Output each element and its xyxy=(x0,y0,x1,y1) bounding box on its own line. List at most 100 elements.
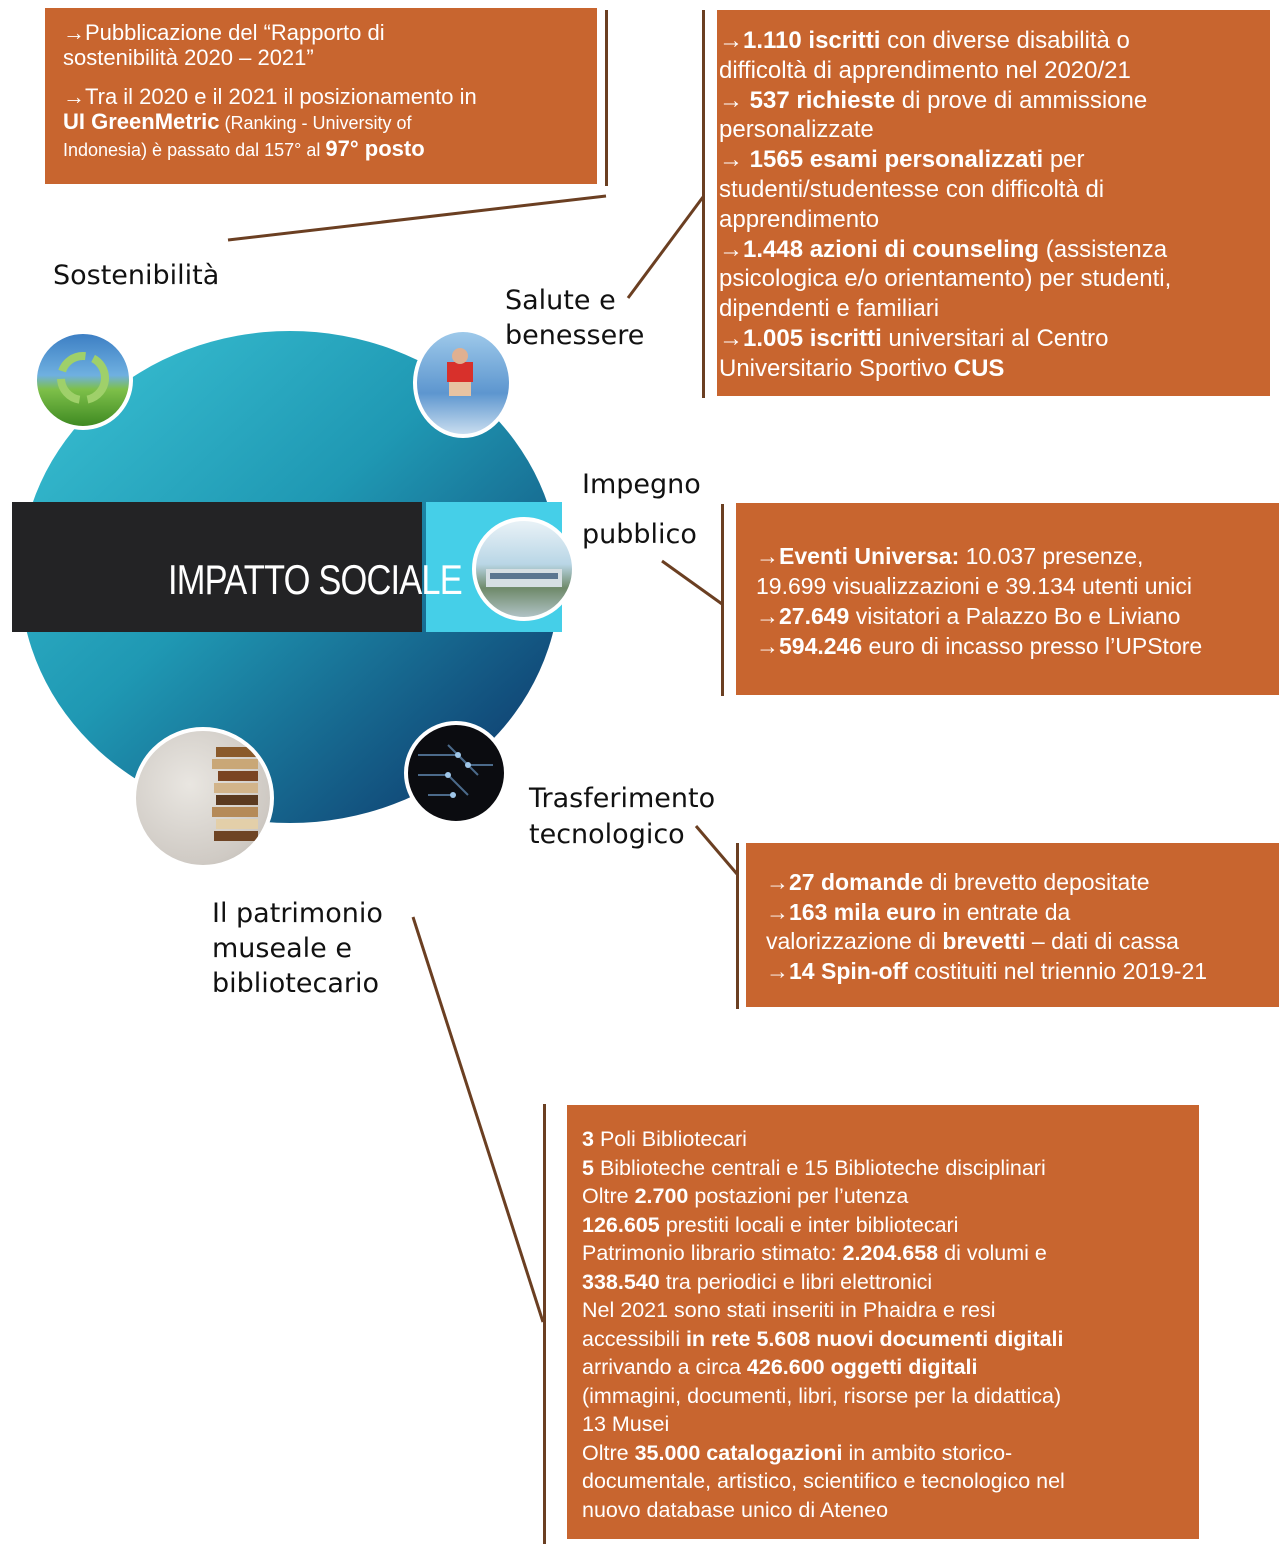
box-line: →163 mila euro in entrate da xyxy=(766,898,1259,928)
text: postazioni per l’utenza xyxy=(688,1184,909,1208)
bold-text: 97° posto xyxy=(325,136,425,161)
text: psicologica e/o orientamento) per studen… xyxy=(719,265,1172,293)
text: euro di incasso presso l’UPStore xyxy=(862,633,1203,659)
text: 13 Musei xyxy=(582,1412,670,1436)
box-line: → 1565 esami personalizzati per xyxy=(719,145,1268,175)
bracket-impegno xyxy=(721,504,724,696)
label-impegno-line1: Impegno xyxy=(582,469,701,500)
bold-text: → 537 richieste xyxy=(719,86,896,114)
connector-patrimonio xyxy=(411,916,545,1323)
text: apprendimento xyxy=(719,205,880,233)
box-line: Indonesia) è passato dal 157° al 97° pos… xyxy=(63,136,579,163)
box-line: UI GreenMetric (Ranking - University of xyxy=(63,109,579,136)
bold-text: →594.246 xyxy=(756,633,863,659)
text: sostenibilità 2020 – 2021” xyxy=(63,45,314,70)
text: 19.699 visualizzazioni e 39.134 utenti u… xyxy=(756,573,1193,599)
bold-text: → 1565 esami personalizzati xyxy=(719,146,1044,174)
box-line: apprendimento xyxy=(719,205,1268,235)
bold-text: →14 Spin-off xyxy=(766,957,908,984)
bold-text: 5 xyxy=(582,1155,594,1180)
bracket-salute xyxy=(702,10,705,398)
text: arrivando a circa xyxy=(582,1355,747,1379)
circuit-icon xyxy=(418,744,493,798)
label-sostenibilita: Sostenibilità xyxy=(53,260,220,291)
box-line: valorizzazione di brevetti – dati di cas… xyxy=(766,927,1259,957)
building-icon xyxy=(486,569,562,587)
connector-salute xyxy=(626,196,705,299)
box-line: 3 Poli Bibliotecari xyxy=(582,1125,1184,1154)
bold-text: →1.110 iscritti xyxy=(719,27,881,54)
bold-text: →27.649 xyxy=(756,603,850,629)
text: accessibili xyxy=(582,1326,686,1351)
box-line: →1.110 iscritti con diverse disabilità o xyxy=(719,26,1268,56)
box-line: documentale, artistico, scientifico e te… xyxy=(582,1467,1184,1496)
box-line: Nel 2021 sono stati inseriti in Phaidra … xyxy=(582,1296,1184,1325)
library-photo xyxy=(132,727,274,869)
box-line: Universitario Sportivo CUS xyxy=(719,354,1268,384)
athlete-icon xyxy=(447,348,473,396)
text: – dati di cassa xyxy=(1025,928,1179,954)
text: Poli Bibliotecari xyxy=(593,1127,747,1151)
text: Biblioteche centrali e 15 Biblioteche di… xyxy=(593,1155,1046,1180)
text: costituiti nel triennio 2019-21 xyxy=(907,957,1208,984)
box-trasferimento: →27 domande di brevetto depositate→163 m… xyxy=(746,843,1279,1007)
text: universitari al Centro xyxy=(881,324,1109,352)
text: Indonesia) è passato dal 157° al xyxy=(63,140,326,160)
bold-text: 2.700 xyxy=(634,1184,689,1208)
box-line: psicologica e/o orientamento) per studen… xyxy=(719,264,1268,294)
label-impegno-line2: pubblico xyxy=(582,519,697,550)
bold-text: 35.000 catalogazioni xyxy=(634,1440,843,1465)
bold-text: brevetti xyxy=(942,928,1026,954)
text: documentale, artistico, scientifico e te… xyxy=(582,1469,1065,1493)
box-line: →594.246 euro di incasso presso l’UPStor… xyxy=(756,631,1259,661)
box-line: personalizzate xyxy=(719,115,1268,145)
bold-text: 2.204.658 xyxy=(842,1241,939,1265)
box-line: →1.448 azioni di counseling (assistenza xyxy=(719,235,1268,265)
box-line: →Eventi Universa: 10.037 presenze, xyxy=(756,541,1259,571)
bold-text: UI GreenMetric xyxy=(63,109,220,134)
text: difficoltà di apprendimento nel 2020/21 xyxy=(719,56,1131,84)
label-patrimonio-line3: bibliotecario xyxy=(212,968,380,999)
bold-text: →Eventi Universa: xyxy=(756,543,960,569)
bold-text: CUS xyxy=(953,354,1005,382)
box-salute: →1.110 iscritti con diverse disabilità o… xyxy=(717,10,1270,396)
sustainability-photo xyxy=(33,330,133,430)
box-line: →1.005 iscritti universitari al Centro xyxy=(719,324,1268,354)
box-line: 338.540 tra periodici e libri elettronic… xyxy=(582,1268,1184,1297)
box-line: sostenibilità 2020 – 2021” xyxy=(63,45,579,70)
box-line: Oltre 2.700 postazioni per l’utenza xyxy=(582,1182,1184,1211)
books-icon xyxy=(212,747,258,841)
box-line: →27 domande di brevetto depositate xyxy=(766,868,1259,898)
text: Universitario Sportivo xyxy=(719,354,954,382)
box-line: (immagini, documenti, libri, risorse per… xyxy=(582,1382,1184,1411)
box-line: →27.649 visitatori a Palazzo Bo e Livian… xyxy=(756,601,1259,631)
text: visitatori a Palazzo Bo e Liviano xyxy=(849,603,1181,629)
box-line: →Tra il 2020 e il 2021 il posizionamento… xyxy=(63,84,579,109)
label-patrimonio-line1: Il patrimonio xyxy=(212,898,383,929)
bold-text: →163 mila euro xyxy=(766,898,937,925)
connector-impegno xyxy=(661,559,723,606)
text: per xyxy=(1043,146,1085,174)
text: →Tra il 2020 e il 2021 il posizionamento… xyxy=(63,84,477,109)
box-line: dipendenti e familiari xyxy=(719,294,1268,324)
label-salute-line2: benessere xyxy=(505,320,645,351)
bracket-sostenibilita xyxy=(605,10,608,186)
bold-text: 426.600 oggetti digitali xyxy=(746,1355,978,1379)
text: personalizzate xyxy=(719,116,874,144)
recycle-icon xyxy=(57,352,109,404)
box-line: Patrimonio librario stimato: 2.204.658 d… xyxy=(582,1239,1184,1268)
center-title: IMPATTO SOCIALE xyxy=(168,556,463,603)
bold-text: 338.540 xyxy=(582,1269,660,1294)
box-line: 13 Musei xyxy=(582,1410,1184,1439)
text: di prove di ammissione xyxy=(895,86,1148,114)
title-band xyxy=(12,502,422,632)
bold-text: 3 xyxy=(582,1127,594,1151)
label-salute-line1: Salute e xyxy=(505,285,616,316)
text: dipendenti e familiari xyxy=(719,295,940,323)
bold-text: →27 domande xyxy=(766,869,924,895)
label-patrimonio-line2: museale e xyxy=(212,933,352,964)
text: nuovo database unico di Ateneo xyxy=(582,1497,889,1522)
